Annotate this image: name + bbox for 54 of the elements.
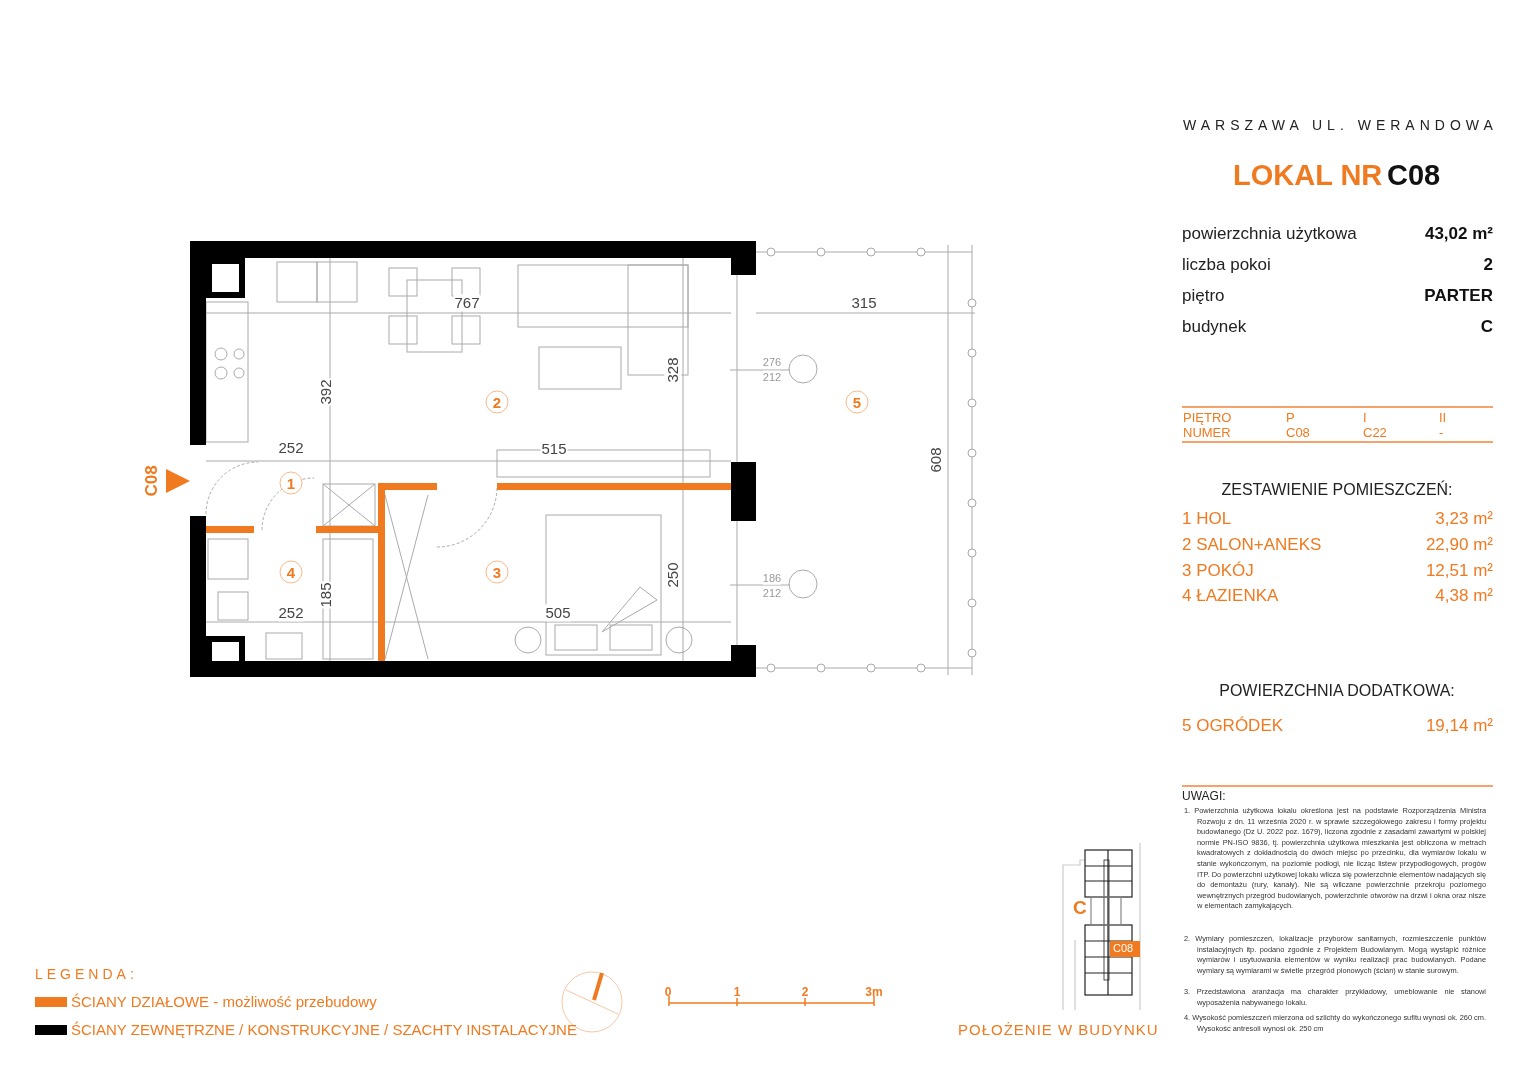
- info-value: 43,02 m²: [1424, 224, 1493, 244]
- table-cell: P: [1286, 410, 1295, 425]
- room-name: 4 ŁAZIENKA: [1182, 586, 1279, 606]
- area-value: 19,14 m²: [1425, 716, 1493, 736]
- table-cell: C22: [1363, 425, 1387, 440]
- info-label: liczba pokoi: [1182, 255, 1271, 275]
- info-value: 2: [1483, 255, 1493, 275]
- table-cell: C08: [1286, 425, 1310, 440]
- room-number: 3: [485, 560, 509, 584]
- unit-number: C08: [1387, 159, 1441, 193]
- scale-label: 1: [733, 986, 741, 1000]
- location-caption: POŁOŻENIE W BUDYNKU: [958, 1021, 1159, 1039]
- legend-title: LEGENDA:: [35, 966, 138, 983]
- area-value: 3,23 m²: [1435, 509, 1493, 529]
- dimension-label: 186: [762, 571, 782, 585]
- table-cell: II: [1439, 410, 1447, 425]
- area-value: 22,90 m²: [1425, 535, 1493, 555]
- dimension-label: 505: [544, 604, 572, 622]
- section-heading: ZESTAWIENIE POMIESZCZEŃ:: [1221, 480, 1453, 500]
- table-cell: PIĘTRO: [1183, 410, 1232, 425]
- room-number: 4: [279, 560, 303, 584]
- area-value: 12,51 m²: [1425, 561, 1493, 581]
- room-number: 2: [485, 390, 509, 414]
- info-label: powierzchnia użytkowa: [1182, 224, 1357, 244]
- dimension-label: 276: [762, 355, 782, 369]
- info-value: C: [1480, 317, 1493, 337]
- table-cell: -: [1439, 425, 1444, 440]
- dimension-label: 212: [762, 370, 782, 384]
- section-heading: POWIERZCHNIA DODATKOWA:: [1219, 681, 1455, 701]
- room-name: 2 SALON+ANEKS: [1182, 535, 1322, 555]
- dimension-label: 767: [453, 294, 481, 312]
- room-name: 1 HOL: [1182, 509, 1232, 529]
- room-number: 1: [279, 471, 303, 495]
- dimension-label: 212: [762, 586, 782, 600]
- legend-label: ŚCIANY ZEWNĘTRZNE / KONSTRUKCYJNE / SZACHTY INSTALACYJNE: [71, 1021, 577, 1038]
- table-cell: NUMER: [1183, 425, 1231, 440]
- info-value: PARTER: [1424, 286, 1493, 306]
- building-letter: C: [1073, 897, 1087, 919]
- table-cell: I: [1363, 410, 1367, 425]
- room-number: 5: [845, 390, 869, 414]
- dimension-label: 328: [664, 356, 682, 384]
- room-name: 3 POKÓJ: [1182, 561, 1254, 581]
- info-label: piętro: [1182, 286, 1225, 306]
- unit-number-heading: LOKAL NR: [1233, 159, 1383, 193]
- address-text: WARSZAWA UL. WERANDOWA: [1183, 117, 1498, 134]
- scale-label: 2: [801, 986, 809, 1000]
- info-label: budynek: [1182, 317, 1247, 337]
- scale-label: 3m: [865, 986, 883, 1000]
- legend-label: ŚCIANY DZIAŁOWE - możliwość przebudowy: [71, 993, 377, 1010]
- scale-label: 0: [664, 986, 672, 1000]
- unit-marker: C08: [142, 465, 162, 497]
- area-value: 4,38 m²: [1435, 586, 1493, 606]
- room-name: 5 OGRÓDEK: [1182, 716, 1284, 736]
- notes-heading: UWAGI:: [1182, 790, 1226, 804]
